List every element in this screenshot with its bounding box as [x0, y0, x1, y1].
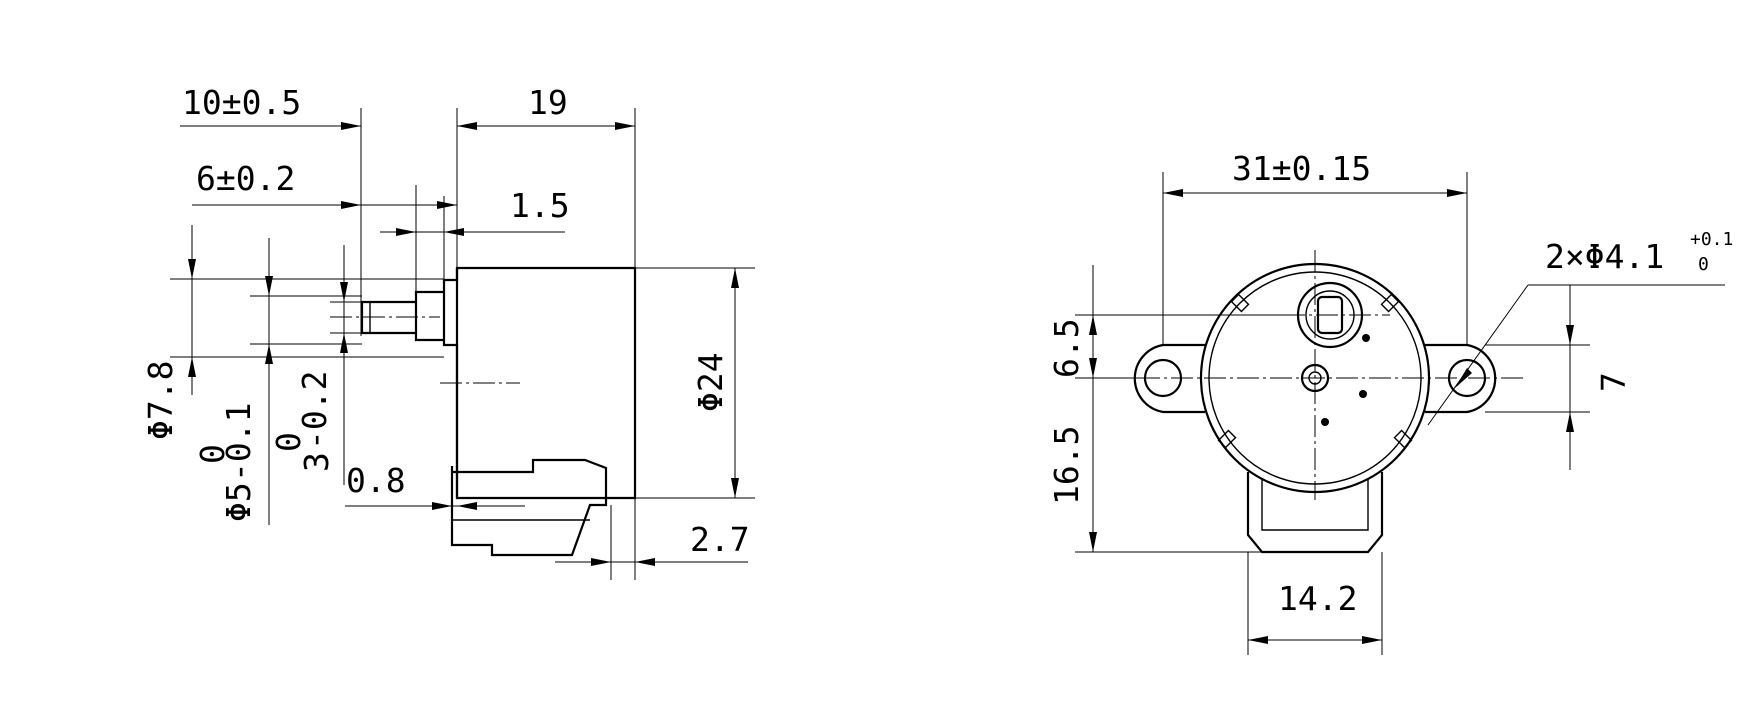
- dim-label-14-2: 14.2: [1278, 579, 1357, 618]
- dim-label-19: 19: [528, 83, 568, 122]
- bottom-connector-inner: [1261, 478, 1369, 531]
- dim-label-16-5: 16.5: [1047, 426, 1086, 505]
- side-view: 10±0.5 19 6±0.2 1.5 Φ24 Φ7.8 Φ5 0 -0.1: [141, 83, 755, 580]
- clip-top-right: [1380, 293, 1400, 313]
- dim-tol-3-lower: -0.2: [295, 371, 334, 450]
- dim-label-1-5: 1.5: [510, 186, 570, 225]
- clip-bottom-right: [1393, 429, 1413, 449]
- dim-tol-phi5-lower: -0.1: [219, 403, 258, 482]
- dim-label-6: 6±0.2: [196, 159, 295, 198]
- clip-bottom-left: [1217, 429, 1237, 449]
- dim-label-holes: 2×Φ4.1: [1545, 237, 1664, 276]
- dim-label-2-7: 2.7: [690, 520, 750, 559]
- rivet-3: [1321, 418, 1329, 426]
- dim-label-0-8: 0.8: [346, 461, 406, 500]
- dim-label-10: 10±0.5: [182, 83, 301, 122]
- dim-label-31: 31±0.15: [1232, 149, 1371, 188]
- rivet-2: [1359, 390, 1367, 398]
- dim-label-7: 7: [1594, 372, 1633, 392]
- dim-tol-3-upper: 0: [269, 432, 308, 452]
- dim-tol-holes-lower: 0: [1698, 254, 1709, 275]
- dim-label-phi5: Φ5: [219, 482, 258, 522]
- dim-label-6-5: 6.5: [1047, 318, 1086, 378]
- flange-plate: [442, 268, 459, 498]
- clip-top-left: [1230, 293, 1250, 313]
- bottom-connector-tab: [1246, 472, 1384, 554]
- rivet-1: [1362, 334, 1370, 342]
- dim-label-phi7-8: Φ7.8: [141, 361, 180, 440]
- front-view: 31±0.15 6.5 16.5 7 14.2 2×Φ4.1 +0.1 0: [1047, 149, 1733, 655]
- dim-label-phi24: Φ24: [691, 352, 730, 412]
- shaft-boss: [414, 290, 444, 342]
- shaft: [360, 300, 416, 335]
- connector-housing: [450, 458, 608, 557]
- dim-tol-holes-upper: +0.1: [1690, 229, 1733, 250]
- dim-tol-phi5-upper: 0: [193, 444, 232, 464]
- dim-label-3: 3: [297, 452, 336, 472]
